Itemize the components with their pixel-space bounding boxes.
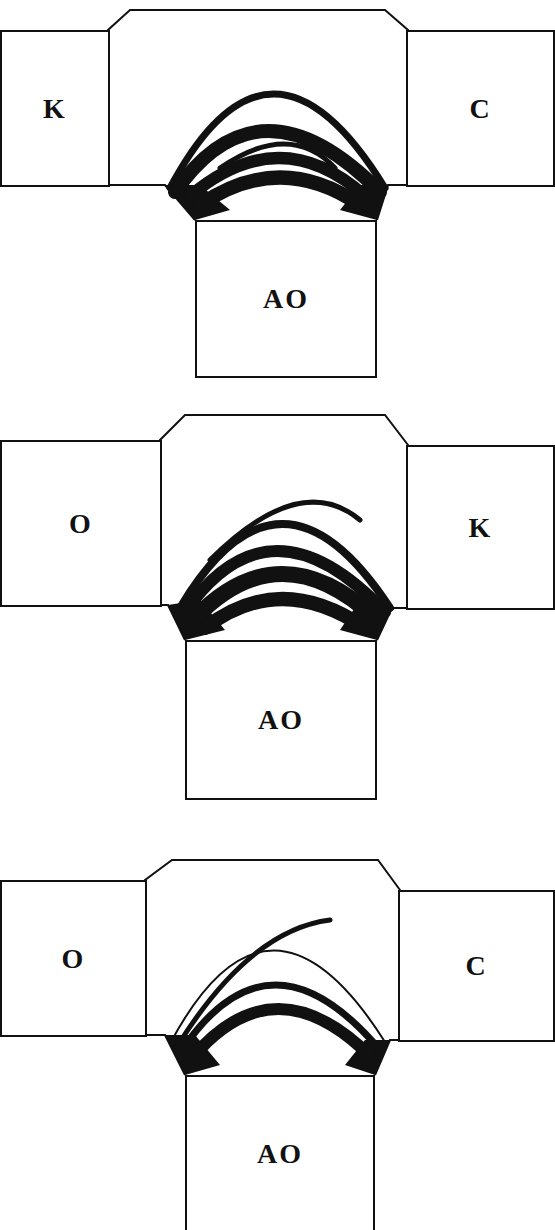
box-label: C <box>465 950 487 982</box>
right-chamber-box: C <box>406 30 555 187</box>
box-label: O <box>62 943 86 975</box>
fiber <box>192 1009 372 1058</box>
box-label: AO <box>263 283 309 315</box>
left-chamber-box: O <box>0 440 162 607</box>
box-label: AO <box>257 1138 303 1170</box>
fiber <box>220 144 335 168</box>
fiber <box>210 502 360 560</box>
box-label: K <box>43 93 67 125</box>
box-label: K <box>469 512 493 544</box>
right-chamber-box: C <box>398 890 555 1042</box>
box-label: C <box>469 93 491 125</box>
right-chamber-box: K <box>406 445 555 610</box>
aorta-box: AO <box>195 220 377 378</box>
aorta-box: AO <box>185 1075 375 1230</box>
fiber <box>200 178 360 206</box>
fiber <box>205 599 365 628</box>
left-chamber-box: K <box>0 30 110 187</box>
box-label: AO <box>258 704 304 736</box>
aorta-box: AO <box>185 640 377 800</box>
fiber <box>172 950 385 1042</box>
left-chamber-box: O <box>0 880 147 1037</box>
box-label: O <box>69 508 93 540</box>
